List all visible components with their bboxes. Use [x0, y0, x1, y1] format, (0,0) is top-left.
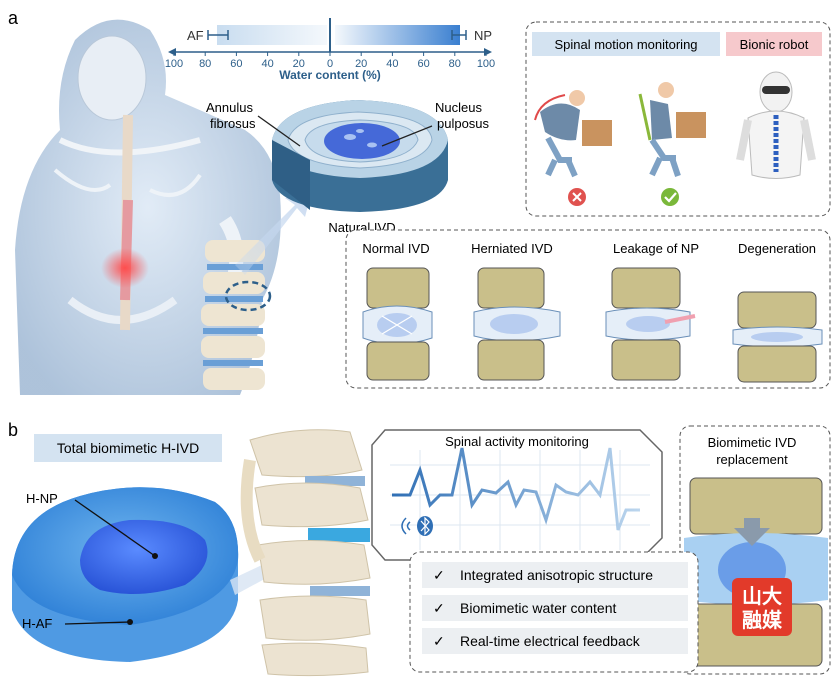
water-content-bar: 100 80 60 40 20 0 20 40 60 80 100 AF NP Water cont…: [165, 18, 495, 82]
np-label: NP: [474, 28, 492, 43]
water-tick-label: 0: [327, 58, 333, 70]
spine-column-illustration: [240, 429, 371, 677]
nucleus-label-2: pulposus: [437, 116, 490, 131]
state-label-leakage: Leakage of NP: [613, 241, 699, 256]
spine-segment-illustration: [201, 240, 272, 390]
feature-item: Real-time electrical feedback: [460, 633, 641, 649]
feature-item: Integrated anisotropic structure: [460, 567, 653, 583]
state-label-herniated: Herniated IVD: [471, 241, 553, 256]
water-axis-title: Water content (%): [279, 68, 381, 82]
h-np-label: H-NP: [26, 491, 58, 506]
water-tick-label: 60: [230, 58, 242, 70]
water-tick-label: 100: [477, 58, 495, 70]
zoom-arrow: [235, 190, 312, 275]
check-icon: ✓: [433, 600, 445, 616]
check-circle-icon: [661, 188, 679, 206]
highlight-circle: [224, 280, 272, 312]
check-icon: ✓: [433, 633, 445, 649]
water-tick-label: 20: [293, 58, 305, 70]
af-label: AF: [187, 28, 204, 43]
herniated-ivd-illustration: [473, 267, 561, 381]
degeneration-ivd-illustration: [732, 291, 823, 383]
hivd-title-bg: [34, 434, 222, 462]
annulus-label: Annulus: [206, 100, 253, 115]
state-label-normal: Normal IVD: [362, 241, 429, 256]
bionic-robot-title: Bionic robot: [740, 37, 809, 52]
watermark-logo: 山大 融媒: [732, 578, 792, 636]
panel-a-label: a: [8, 8, 19, 28]
water-tick-label: 100: [165, 58, 183, 70]
panel-b-label: b: [8, 420, 18, 440]
water-tick-label: 60: [417, 58, 429, 70]
motion-monitoring-title: Spinal motion monitoring: [554, 37, 697, 52]
water-tick-label: 80: [199, 58, 211, 70]
water-tick-label: 40: [261, 58, 273, 70]
water-tick-label: 40: [386, 58, 398, 70]
water-tick-label: 80: [449, 58, 461, 70]
annulus-label-2: fibrosus: [210, 116, 256, 131]
feature-item: Biomimetic water content: [460, 600, 617, 616]
replacement-title: Biomimetic IVD: [708, 435, 797, 450]
robot-illustration: [736, 71, 816, 179]
replacement-box: Biomimetic IVD replacement: [679, 425, 831, 675]
h-af-label: H-AF: [22, 616, 52, 631]
bluetooth-icon: [401, 516, 433, 536]
af-bar: [217, 25, 327, 45]
bad-lifting-posture-illustration: [534, 90, 612, 178]
activity-monitor-panel: Spinal activity monitoring: [371, 429, 663, 561]
ivd-states-box: Normal IVD Herniated IVD Leakage of NP D…: [345, 229, 831, 389]
hivd-title: Total biomimetic H-IVD: [57, 440, 199, 456]
nucleus-label: Nucleus: [435, 100, 482, 115]
state-label-degeneration: Degeneration: [738, 241, 816, 256]
natural-ivd-disc: Annulus fibrosus Nucleus pulposus Natura…: [206, 100, 490, 235]
svg-text:融媒: 融媒: [742, 609, 783, 632]
features-box: ✓ ✓ ✓ Integrated anisotropic structure B…: [409, 551, 699, 673]
water-tick-label: 20: [355, 58, 367, 70]
good-lifting-posture-illustration: [638, 82, 706, 177]
h-ivd-disc-illustration: H-NP H-AF: [12, 487, 239, 662]
replacement-title-2: replacement: [716, 452, 788, 467]
svg-text:山大: 山大: [742, 585, 782, 608]
monitor-title: Spinal activity monitoring: [445, 434, 589, 449]
np-bar: [335, 25, 460, 45]
normal-ivd-illustration: [362, 267, 433, 381]
check-icon: ✓: [433, 567, 445, 583]
leakage-ivd-illustration: [605, 267, 696, 381]
applications-box: Spinal motion monitoring Bionic robot: [525, 21, 831, 217]
